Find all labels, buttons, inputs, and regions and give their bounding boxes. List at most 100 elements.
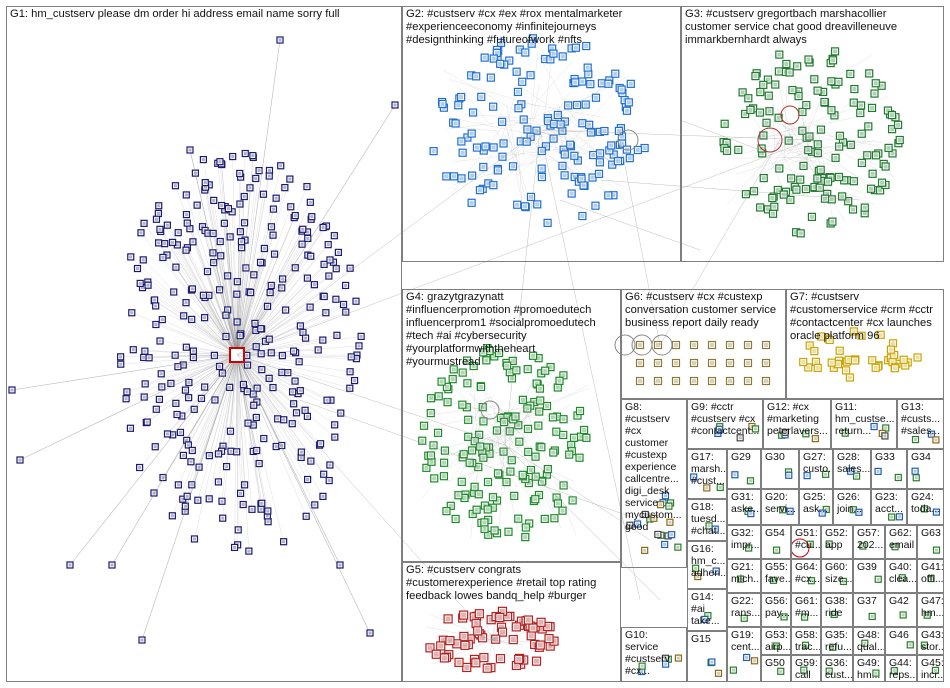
node: [199, 155, 207, 164]
node: [482, 356, 491, 365]
node-fill: [282, 418, 286, 422]
group-box-g2: G2: #custserv #cx #ex #rox mentalmarkete…: [402, 6, 681, 262]
node-fill: [157, 397, 161, 401]
node: [253, 446, 261, 455]
node-fill: [305, 414, 309, 418]
node: [216, 237, 224, 246]
group-label-g25: G25: ask...: [803, 491, 829, 515]
node: [133, 264, 142, 273]
node-fill: [505, 363, 510, 368]
group-label-g44: G44: reps...: [889, 657, 917, 681]
node: [707, 376, 717, 386]
node-fill: [866, 124, 871, 129]
edge: [470, 446, 481, 540]
node-fill: [301, 227, 305, 231]
edge: [230, 354, 238, 432]
node: [867, 103, 877, 112]
node: [281, 184, 289, 192]
node: [835, 142, 844, 151]
node-fill: [238, 230, 242, 234]
node: [173, 410, 181, 419]
node-fill: [812, 77, 817, 82]
node-fill: [152, 491, 156, 495]
node: [493, 166, 503, 175]
self-loop: [651, 334, 673, 356]
node-fill: [667, 504, 671, 508]
node-fill: [467, 636, 473, 642]
node: [266, 288, 274, 297]
edge: [236, 284, 315, 356]
node: [653, 340, 663, 350]
node-fill: [207, 497, 211, 501]
edge: [222, 354, 238, 447]
node-fill: [760, 151, 765, 156]
group-label-g55: G55: fave...: [765, 561, 791, 585]
node: [336, 561, 344, 569]
node-fill: [539, 166, 544, 171]
node-fill: [870, 358, 875, 363]
edge: [236, 217, 295, 356]
edge: [568, 111, 588, 133]
node-fill: [160, 385, 164, 389]
edge: [445, 380, 509, 443]
node: [544, 634, 554, 644]
node-fill: [872, 425, 876, 429]
node-fill: [494, 50, 499, 55]
edge: [236, 354, 332, 401]
node-fill: [181, 453, 185, 457]
node-fill: [758, 90, 763, 95]
node-fill: [622, 98, 627, 103]
node: [470, 482, 479, 491]
node-fill: [129, 255, 133, 259]
node-fill: [233, 545, 237, 549]
node: [811, 435, 819, 443]
node-fill: [145, 420, 149, 424]
group-label-g18: G18: tuesd... #chat...: [691, 501, 726, 537]
node-fill: [652, 516, 656, 520]
group-label-g53: G53: airp...: [765, 629, 791, 653]
node: [614, 126, 624, 136]
node: [856, 108, 865, 118]
node: [550, 514, 559, 523]
node-fill: [800, 109, 805, 114]
node-fill: [349, 355, 353, 359]
node: [491, 634, 501, 644]
node-fill: [663, 542, 667, 546]
node: [763, 75, 773, 84]
node-fill: [512, 493, 517, 498]
node-fill: [68, 563, 72, 567]
node-fill: [238, 334, 242, 338]
node: [932, 508, 941, 516]
edge: [516, 138, 560, 177]
node-fill: [479, 384, 484, 389]
node-fill: [464, 664, 470, 670]
node-fill: [548, 365, 553, 370]
edge: [236, 354, 301, 391]
node: [899, 611, 907, 619]
node-fill: [445, 616, 451, 622]
edge: [521, 102, 605, 118]
edge: [236, 235, 335, 356]
edge: [786, 141, 864, 154]
node-fill: [203, 316, 207, 320]
edge: [236, 354, 311, 462]
group-box-g22: G22: rans...: [727, 593, 761, 627]
node-fill: [154, 304, 158, 308]
node-fill: [348, 386, 352, 390]
edge: [186, 354, 238, 497]
node: [743, 340, 753, 350]
node-fill: [271, 233, 275, 237]
node: [469, 361, 478, 371]
node: [498, 152, 507, 161]
node: [722, 146, 732, 155]
node-fill: [245, 353, 249, 357]
edge: [766, 55, 872, 117]
node-fill: [885, 108, 890, 113]
node: [906, 641, 914, 649]
node: [352, 297, 360, 305]
edge: [230, 354, 238, 452]
node-fill: [835, 362, 840, 367]
node: [575, 453, 584, 462]
node: [828, 217, 837, 226]
node-fill: [439, 379, 444, 384]
